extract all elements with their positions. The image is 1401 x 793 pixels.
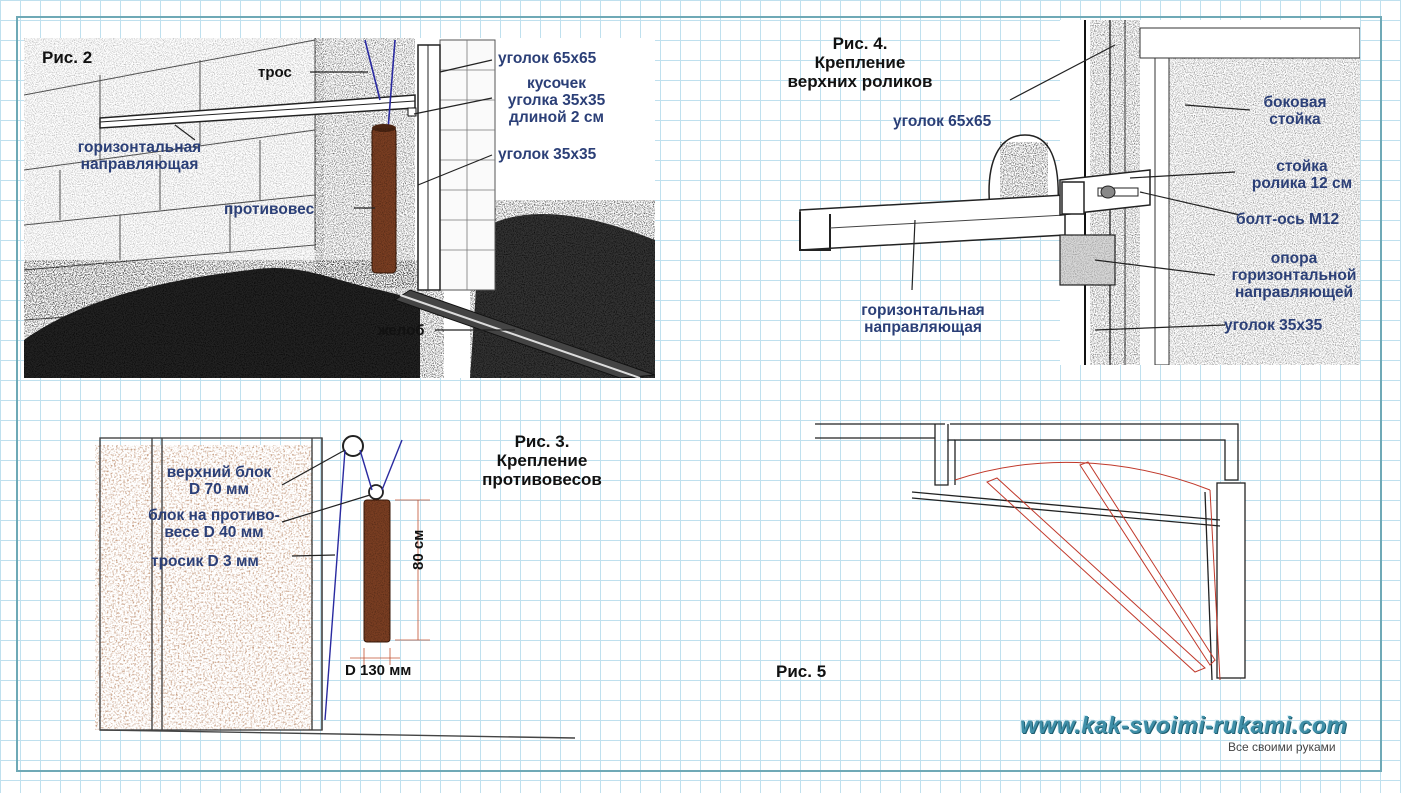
watermark-tagline: Все своими руками [1228,740,1336,754]
fig2-label-kusochek-line2: уголка 35х35 [507,92,606,109]
fig2-label-kusochek-line3: длиной 2 см [509,109,604,126]
fig2-drawing [24,38,655,378]
fig4-label-opora-line3: направляющей [1234,284,1354,301]
watermark-site: www.kak-svoimi-rukami.com [1020,712,1348,738]
fig3-title: Рис. 3. Крепление противовесов [472,432,612,489]
fig2-label-ugolok35: уголок 35х35 [498,146,597,163]
fig4-label-opora-line1: опора [1270,250,1318,267]
fig2-title: Рис. 2 [42,48,93,67]
fig4-label-bokovaya-line2: стойка [1269,111,1321,128]
fig2-label-horizontal-line1: горизонтальная [77,139,202,156]
fig2-label-horizontal-line2: направляющая [80,156,199,173]
fig2-label-kusochek-line1: кусочек [526,75,587,92]
fig4-label-horizontal-line2: направляющая [864,319,982,336]
fig4-label-bokovaya-line1: боковая [1263,94,1327,111]
fig3-title-line2: Крепление [496,451,588,470]
fig4-label-opora-line2: горизонтальной [1231,267,1357,284]
fig3-title-line1: Рис. 3. [514,432,570,451]
fig2-label-ugolok65: уголок 65х65 [498,50,597,67]
fig4-label-bokovaya: боковая стойка [1240,94,1350,128]
fig4-title-line2: Крепление [814,53,906,72]
fig3-label-verhniy-blok-line2: D 70 мм [189,481,249,498]
fig3-label-blok-line1: блок на противо- [148,507,280,524]
fig2-label-horizontal: горизонтальная направляющая [42,139,237,173]
fig4-label-stoyka-line2: ролика 12 см [1251,175,1353,192]
fig5-drawing [815,423,1246,681]
fig4-label-horizontal: горизонтальная направляющая [838,302,1008,336]
fig4-drawing [799,20,1360,365]
fig3-label-trosik: тросик D 3 мм [151,553,259,570]
fig2-label-zhelob: желоб [378,322,425,339]
fig3-title-line3: противовесов [482,470,602,489]
fig3-dimension-diameter: D 130 мм [345,662,412,679]
fig4-title-line1: Рис. 4. [832,34,888,53]
fig4-label-ugolok65: уголок 65х65 [893,113,992,130]
fig4-title: Рис. 4. Крепление верхних роликов [760,34,960,91]
fig4-label-stoyka: стойка ролика 12 см [1232,158,1372,192]
outer-frame [16,16,1382,772]
fig5-title: Рис. 5 [776,662,827,681]
fig4-label-opora: опора горизонтальной направляющей [1214,250,1374,301]
fig3-label-blok-line2: весе D 40 мм [164,524,264,541]
fig4-label-ugolok35: уголок 35х35 [1224,317,1323,334]
fig3-label-blok-na-protivovese: блок на противо- весе D 40 мм [140,507,288,541]
fig2-label-kusochek: кусочек уголка 35х35 длиной 2 см [494,75,619,126]
fig2-label-tros: трос [258,64,292,81]
fig3-drawing [95,435,576,739]
fig4-label-bolt: болт-ось М12 [1236,211,1340,228]
fig4-label-stoyka-line1: стойка [1276,158,1328,175]
fig4-title-line3: верхних роликов [787,72,933,91]
fig4-label-horizontal-line1: горизонтальная [861,302,985,319]
fig3-label-verhniy-blok: верхний блок D 70 мм [148,464,290,498]
fig2-label-protivoves: противовес [224,201,315,218]
fig3-dimension-height: 80 см [410,529,427,570]
fig3-label-verhniy-blok-line1: верхний блок [166,464,272,481]
